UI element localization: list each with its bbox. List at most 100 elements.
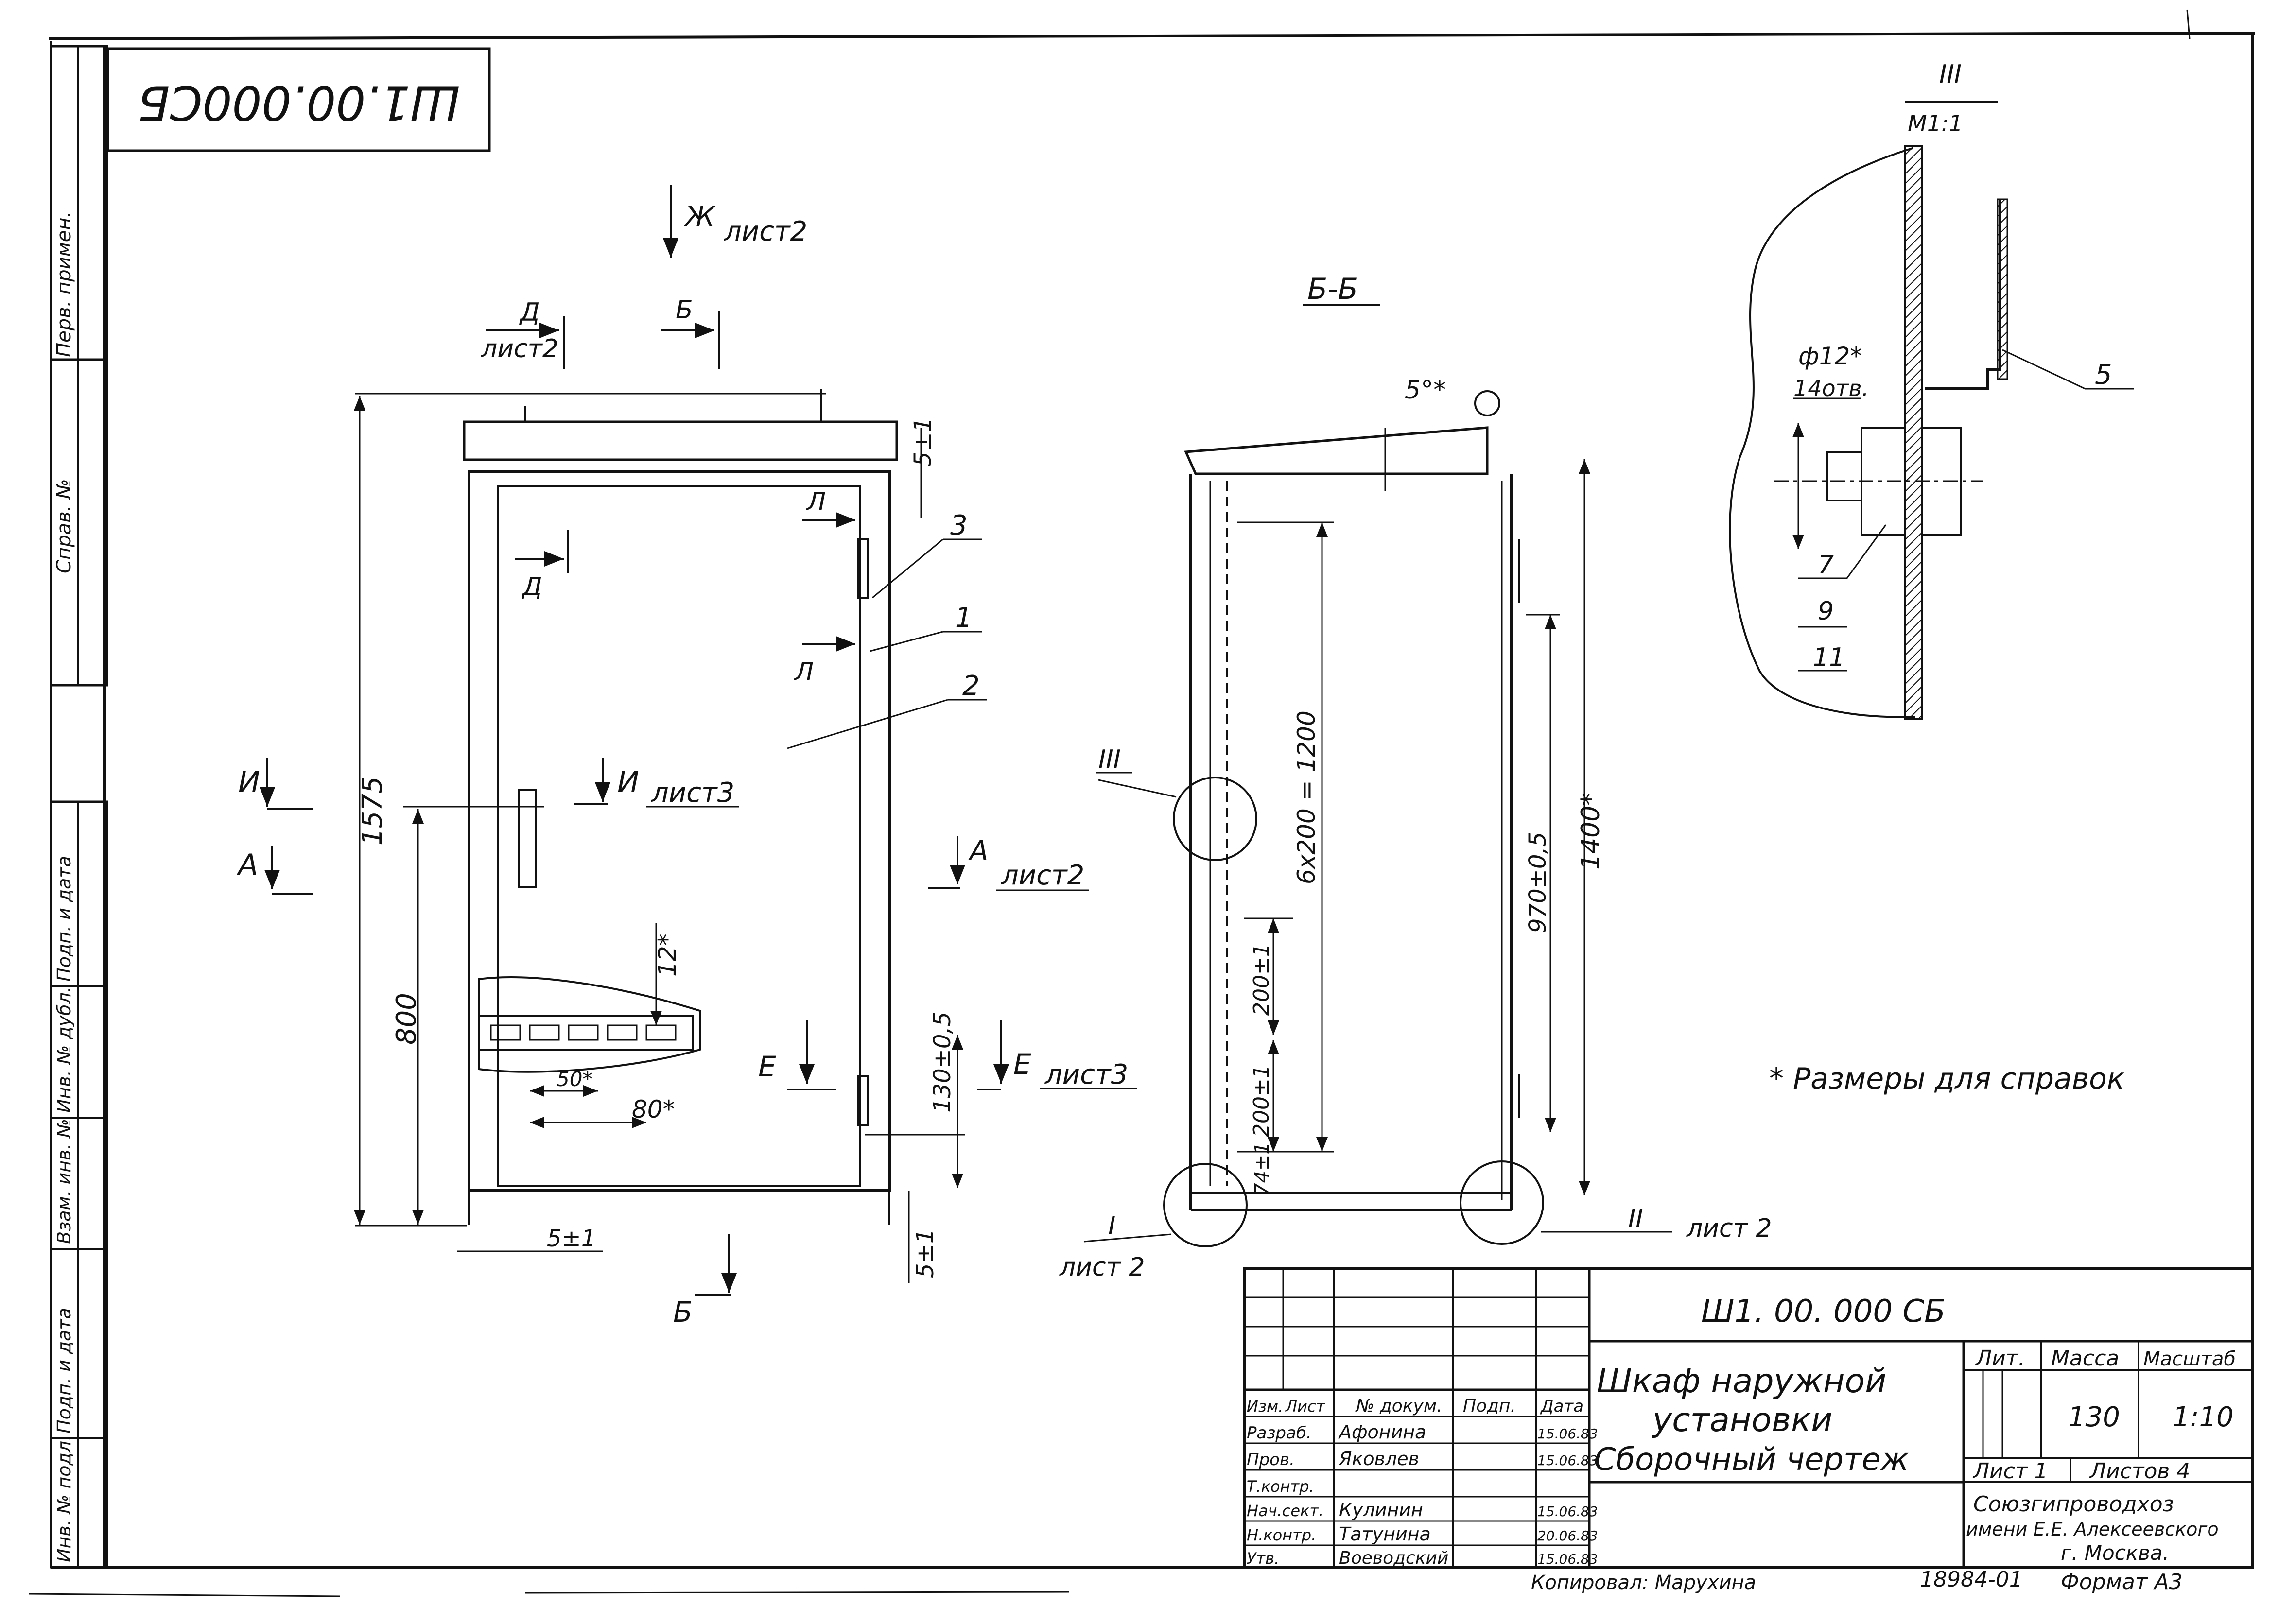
tb-head-izm: Изм. xyxy=(1247,1397,1283,1416)
front-i-mid: И xyxy=(617,765,639,799)
tb-date-2: 15.06.83 xyxy=(1537,1452,1598,1469)
front-b-mark-top: Б xyxy=(676,295,693,325)
front-dim-height: 1575 xyxy=(357,776,388,846)
detail-leader-5: 5 xyxy=(2095,359,2112,391)
tb-head-list: Лист xyxy=(1285,1397,1325,1416)
section-node-ii-sheet: лист 2 xyxy=(1686,1214,1772,1243)
tb-org-line1: Союзгипроводхоз xyxy=(1973,1492,2174,1517)
title-block: Изм. Лист № докум. Подп. Дата Разраб. Аф… xyxy=(1243,1267,2254,1569)
detail-hole-dim: ф12* xyxy=(1798,342,1862,370)
tb-lit-label: Лит. xyxy=(1975,1346,2025,1371)
side-podp-data-2: Подп. и дата xyxy=(53,1308,75,1434)
side-perv-primen: Перв. примен. xyxy=(53,211,75,357)
front-dim-50: 50* xyxy=(557,1067,592,1091)
front-b-mark-bottom: Б xyxy=(673,1296,693,1329)
front-dim-800: 800 xyxy=(391,993,422,1045)
tb-name-1: Афонина xyxy=(1338,1421,1426,1443)
footer-copied: Копировал: Марухина xyxy=(1531,1572,1756,1594)
footer-number: 18984-01 xyxy=(1920,1567,2023,1592)
doc-code-top: Ш1.00.000СБ xyxy=(138,76,460,130)
tb-role-3: Т.контр. xyxy=(1247,1477,1314,1496)
tb-org-line2: имени Е.Е. Алексеевского xyxy=(1966,1519,2219,1540)
tb-name-line1: Шкаф наружной xyxy=(1597,1362,1886,1400)
section-dim-1400: 1400* xyxy=(1576,793,1605,870)
side-sprav-no: Справ. № xyxy=(53,479,75,573)
front-dim-12: 12* xyxy=(653,933,681,977)
tb-role-4: Нач.сект. xyxy=(1247,1502,1323,1520)
tb-name-6: Воеводский xyxy=(1339,1548,1448,1568)
tb-name-line2: установки xyxy=(1652,1401,1832,1439)
tb-name-line3: Сборочный чертеж xyxy=(1594,1442,1909,1478)
tb-name-5: Татунина xyxy=(1339,1523,1431,1545)
section-dim-200a: 200±1 xyxy=(1249,943,1274,1016)
detail-hole-count: 14отв. xyxy=(1793,375,1869,401)
tb-role-2: Пров. xyxy=(1247,1450,1295,1469)
front-zh-sheet: лист2 xyxy=(724,216,807,247)
detail-leader-9: 9 xyxy=(1818,597,1834,626)
front-d-mark-mid: Д xyxy=(522,572,542,602)
front-e-sheet: лист3 xyxy=(1044,1059,1128,1090)
detail-leader-7: 7 xyxy=(1818,551,1834,580)
tb-date-4: 15.06.83 xyxy=(1537,1503,1598,1520)
detail-leader-11: 11 xyxy=(1813,643,1845,672)
side-vzam-inv: Взам. инв. № xyxy=(53,1119,75,1244)
side-inv-podl: Инв. № подл. xyxy=(53,1435,75,1562)
reference-note: * Размеры для справок xyxy=(1769,1062,2124,1096)
front-view: Ж лист2 Д лист2 Б Д Л Л И И лист3 А А ли… xyxy=(236,185,1137,1329)
front-dim-5-bottom: 5±1 xyxy=(912,1229,939,1278)
side-stamp-upper: Перв. примен. Справ. № xyxy=(50,45,108,687)
tb-date-6: 15.06.83 xyxy=(1537,1551,1598,1567)
tb-name-2: Яковлев xyxy=(1339,1448,1419,1469)
side-podp-data-1: Подп. и дата xyxy=(53,856,75,982)
tb-sheet-label: Лист 1 xyxy=(1972,1459,2048,1484)
front-leader-1: 1 xyxy=(955,602,973,634)
front-dim-80: 80* xyxy=(632,1095,675,1123)
section-dim-970: 970±0,5 xyxy=(1524,832,1551,933)
front-dim-5-left: 5±1 xyxy=(547,1225,596,1252)
tb-sheets-label: Листов 4 xyxy=(2089,1459,2190,1484)
front-l-mark-2: Л xyxy=(794,657,814,687)
front-dim-5-top: 5±1 xyxy=(909,417,937,467)
section-node-i-sheet: лист 2 xyxy=(1059,1253,1145,1282)
side-stamp-lower: Подп. и дата Инв. № дубл. Взам. инв. № П… xyxy=(50,800,108,1569)
front-i-left: И xyxy=(238,765,260,799)
front-a-right: А xyxy=(968,835,988,867)
front-a-left: А xyxy=(236,848,258,882)
front-leader-2: 2 xyxy=(962,670,980,702)
front-e-left: Е xyxy=(758,1050,776,1083)
footer-format: Формат А3 xyxy=(2061,1570,2183,1594)
front-l-mark-1: Л xyxy=(806,487,826,517)
front-e-right: Е xyxy=(1013,1048,1031,1081)
tb-role-6: Утв. xyxy=(1247,1549,1279,1568)
tb-scale-label: Масштаб xyxy=(2143,1348,2236,1370)
front-zh-mark: Ж xyxy=(684,201,716,233)
tb-date-5: 20.06.83 xyxy=(1537,1528,1598,1544)
tb-head-doc: № докум. xyxy=(1355,1396,1442,1416)
section-angle: 5°* xyxy=(1405,376,1446,405)
front-i-sheet: лист3 xyxy=(651,777,734,809)
front-leader-3: 3 xyxy=(950,510,968,541)
section-node-ii: II xyxy=(1628,1204,1643,1233)
front-d-sheet: лист2 xyxy=(481,334,558,363)
tb-head-podp: Подп. xyxy=(1463,1396,1516,1416)
section-view: Б-Б 5°* 6х200 = 1200 200±1 200±1 74±1 97… xyxy=(1059,272,1772,1282)
tb-mass-label: Масса xyxy=(2051,1346,2119,1371)
detail-title: III xyxy=(1939,60,1962,89)
tb-head-data: Дата xyxy=(1540,1397,1583,1416)
detail-scale: М1:1 xyxy=(1908,110,1963,137)
tb-name-4: Кулинин xyxy=(1339,1499,1423,1521)
tb-scale-value: 1:10 xyxy=(2173,1401,2234,1433)
doc-code-box: Ш1.00.000СБ xyxy=(106,47,491,152)
front-d-mark-top: Д xyxy=(519,298,540,327)
tb-code: Ш1. 00. 000 СБ xyxy=(1701,1294,1946,1330)
tb-role-1: Разраб. xyxy=(1247,1423,1312,1443)
detail-iii: III М1:1 ф12* 14отв. 5 7 9 11 xyxy=(1729,60,2134,720)
section-dim-74: 74±1 xyxy=(1251,1142,1273,1195)
section-node-iii: III xyxy=(1098,745,1121,774)
front-dim-130: 130±0,5 xyxy=(929,1012,956,1113)
tb-org-line3: г. Москва. xyxy=(2061,1541,2169,1565)
section-title: Б-Б xyxy=(1307,272,1358,306)
tb-mass-value: 130 xyxy=(2068,1401,2120,1433)
section-dim-200b: 200±1 xyxy=(1249,1065,1274,1137)
